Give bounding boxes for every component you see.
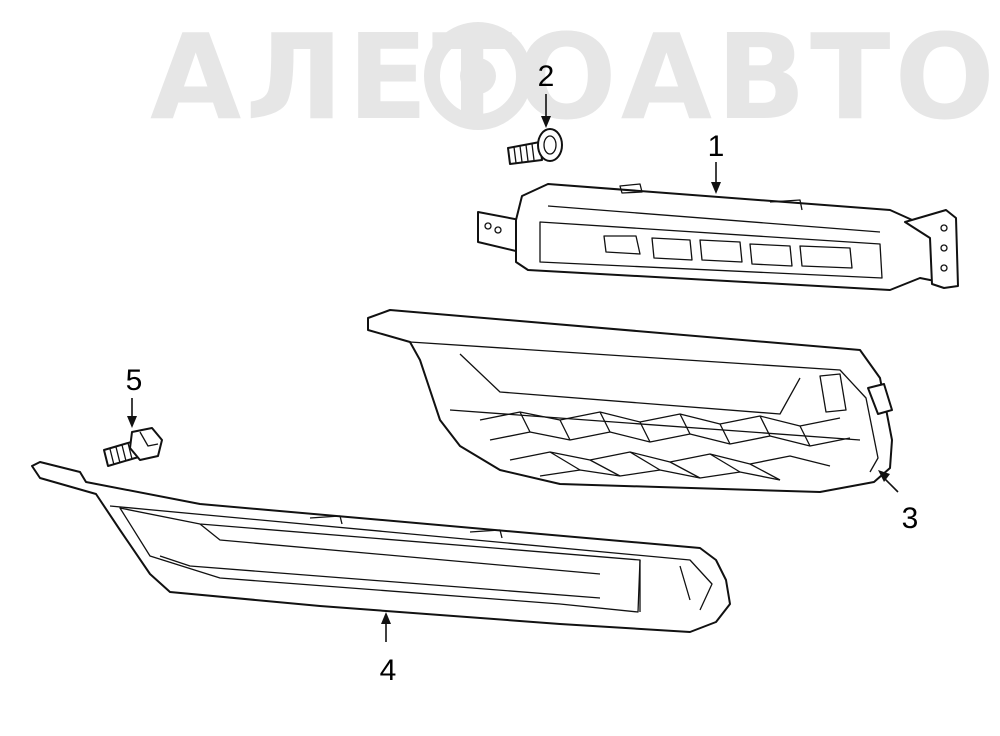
grille-bezel-part-3 <box>367 309 893 493</box>
fog-lamp-part-1 <box>477 183 959 291</box>
gear-icon <box>424 22 532 130</box>
arrowhead-1 <box>711 182 721 194</box>
callout-label-1: 1 <box>708 130 725 163</box>
callout-label-3: 3 <box>902 502 919 535</box>
callout-labels: 2 1 3 4 5 <box>126 60 919 687</box>
bolt-part-2 <box>507 128 563 165</box>
callout-label-2: 2 <box>538 60 555 93</box>
bolt-part-5 <box>103 427 163 467</box>
callout-label-5: 5 <box>126 364 143 397</box>
arrowhead-3 <box>878 470 890 482</box>
callout-arrows <box>127 94 899 642</box>
arrowhead-2 <box>541 116 551 128</box>
arrowhead-5 <box>127 416 137 428</box>
watermark-text: АЛЕТОАВТО <box>150 8 999 146</box>
lower-trim-part-4 <box>31 461 731 633</box>
callout-label-4: 4 <box>380 654 397 687</box>
watermark-logo: АЛЕТОАВТО <box>150 8 999 146</box>
arrowhead-4 <box>381 612 391 624</box>
callout-arrow-3 <box>883 477 899 493</box>
